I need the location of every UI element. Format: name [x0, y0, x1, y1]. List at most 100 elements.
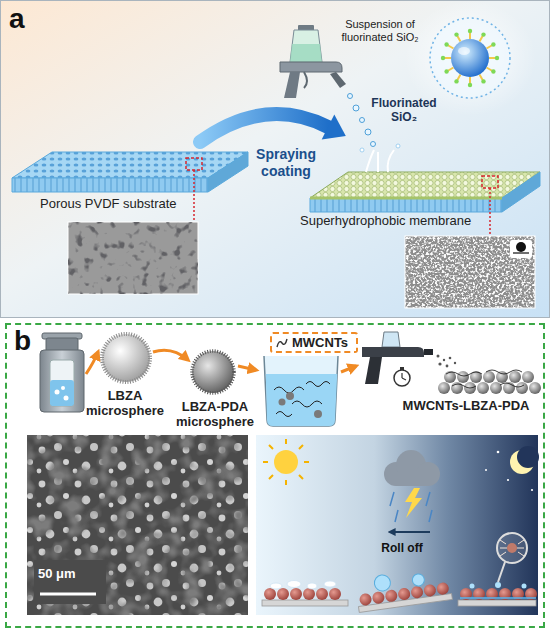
spray-droplets: [388, 150, 394, 172]
material-label: Fluorinated SiO₂: [366, 96, 442, 124]
material-label: LBZA microsphere: [80, 388, 170, 418]
zoom-marker: [186, 158, 202, 170]
spray-gun: [443, 359, 445, 361]
weather-scene: [355, 566, 453, 613]
autoclave: [40, 350, 84, 412]
beaker: [276, 412, 292, 417]
fluorinated-sio2-inset: [481, 32, 485, 36]
weather-scene: [423, 584, 437, 598]
weather-scene: [262, 600, 348, 606]
coated-surface: [477, 382, 489, 394]
spray-droplets: [360, 148, 364, 152]
weather-scene: [497, 533, 527, 563]
coated-surface: [438, 382, 450, 394]
process-arrow: [200, 114, 328, 142]
zoom-marker: [186, 158, 202, 221]
label-holder: Suspension of fluorinated SiO₂: [330, 18, 430, 44]
coated-surface: [490, 382, 502, 394]
spray-gun: [362, 347, 424, 357]
sem-image: [27, 435, 248, 615]
fluorinated-sio2-inset: [468, 83, 472, 87]
fluorinated-sio2-inset: [444, 42, 448, 46]
beaker: [279, 399, 286, 406]
beaker: [264, 356, 338, 426]
coated-surface: [438, 370, 541, 394]
coated-surface: [522, 371, 534, 383]
spray-gun: [330, 72, 346, 88]
process-arrow: [86, 352, 98, 374]
weather-scene: [385, 589, 399, 603]
nanotube-icon: [276, 337, 288, 349]
weather-scene: [290, 588, 302, 600]
autoclave: [64, 396, 69, 401]
process-arrow: [322, 115, 346, 140]
pvdf-substrate: [12, 152, 248, 178]
fluorinated-sio2-inset: [451, 39, 489, 77]
beaker: [286, 392, 294, 400]
weather-scene: [270, 583, 282, 589]
weather-scene: [303, 588, 315, 600]
superhydrophobic-membrane: [310, 172, 540, 212]
weather-scene: [436, 582, 450, 596]
label-holder: 50 μm: [38, 566, 102, 581]
fluorinated-sio2-inset: [444, 69, 448, 73]
fluorinated-sio2-inset: [454, 79, 458, 83]
weather-scene: [531, 489, 533, 491]
coated-surface: [500, 383, 524, 387]
coated-surface: [486, 370, 522, 374]
process-arrow: [238, 366, 256, 370]
spray-gun: [454, 362, 456, 364]
weather-scene: [498, 562, 505, 582]
sem-image: [27, 435, 248, 615]
autoclave: [55, 390, 60, 395]
spray-gun: [438, 362, 441, 365]
panel-background: [0, 0, 550, 318]
fluorinated-sio2-inset: [468, 29, 472, 33]
label-holder: Superhydrophobic membrane: [300, 213, 485, 228]
weather-scene: [256, 435, 539, 615]
material-tag: MWCNTs: [270, 332, 358, 353]
superhydrophobic-membrane: [310, 197, 502, 200]
process-arrow: [341, 366, 356, 372]
weather-scene: [287, 581, 301, 588]
sem-image: [40, 593, 96, 596]
zoom-marker: [193, 170, 195, 221]
fluorinated-sio2-inset: [481, 79, 485, 83]
weather-scene: [397, 587, 411, 601]
superhydrophobic-membrane: [310, 198, 502, 212]
beaker: [266, 374, 337, 426]
weather-scene: [277, 588, 289, 600]
pvdf-substrate: [12, 178, 208, 192]
pvdf-substrate: [12, 152, 248, 192]
spray-gun: [304, 72, 307, 88]
stopwatch-icon: [394, 367, 410, 386]
autoclave: [50, 360, 74, 406]
spray-gun: [290, 30, 322, 62]
fluorinated-sio2-inset: [491, 69, 495, 73]
beaker: [314, 410, 322, 418]
fluorinated-sio2-inset: [495, 56, 499, 60]
coated-surface: [452, 384, 476, 388]
label-holder: LBZA-PDA microsphere: [170, 399, 260, 429]
material-label: LBZA-PDA microsphere: [170, 399, 260, 429]
process-label: Roll off: [372, 541, 432, 555]
beaker: [306, 382, 330, 387]
weather-scene: [507, 543, 517, 553]
autoclave: [50, 380, 74, 406]
label-holder: Porous PVDF substrate: [40, 196, 190, 211]
lbza-microsphere: [102, 334, 150, 382]
spray-gun: [449, 357, 452, 360]
label-holder: Fluorinated SiO₂: [366, 96, 442, 124]
weather-scene: [264, 588, 276, 600]
beaker: [264, 356, 338, 426]
fluorinated-sio2-inset: [458, 47, 470, 55]
superhydrophobic-membrane: [502, 172, 540, 212]
spray-gun: [280, 25, 346, 98]
sem-image: [68, 222, 198, 294]
coated-surface: [483, 371, 495, 383]
weather-scene: [458, 600, 536, 606]
coated-surface: [516, 382, 528, 394]
weather-scene: [324, 581, 336, 587]
spray-gun: [437, 355, 440, 358]
